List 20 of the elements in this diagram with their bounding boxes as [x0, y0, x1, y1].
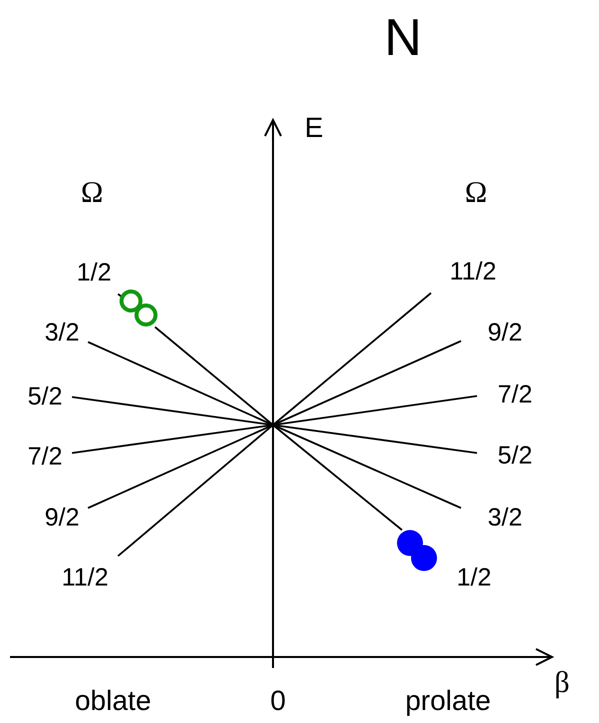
tick-label: 3/2 [488, 506, 522, 530]
tick-label: 9/2 [488, 320, 522, 346]
tick-label: 7/2 [28, 444, 62, 470]
tick-label: 1/2 [456, 566, 492, 590]
axis-label: oblate [74, 687, 152, 715]
axis-label: Ω [80, 178, 104, 208]
tick-label: 7/2 [498, 382, 532, 408]
tick-label: 9/2 [44, 506, 80, 530]
axis-label: E [304, 114, 324, 142]
tick-label: 1/2 [76, 260, 112, 286]
tick-label: 5/2 [498, 444, 532, 468]
tick-label: 5/2 [28, 384, 62, 410]
axis-label: β [554, 668, 570, 698]
title: N [384, 12, 422, 64]
axis-label: Ω [464, 178, 488, 208]
tick-label: 11/2 [450, 260, 496, 284]
tick-label: 11/2 [62, 566, 108, 590]
axis-label: 0 [270, 687, 286, 715]
axis-label: prolate [405, 687, 491, 715]
tick-label: 3/2 [44, 320, 80, 346]
